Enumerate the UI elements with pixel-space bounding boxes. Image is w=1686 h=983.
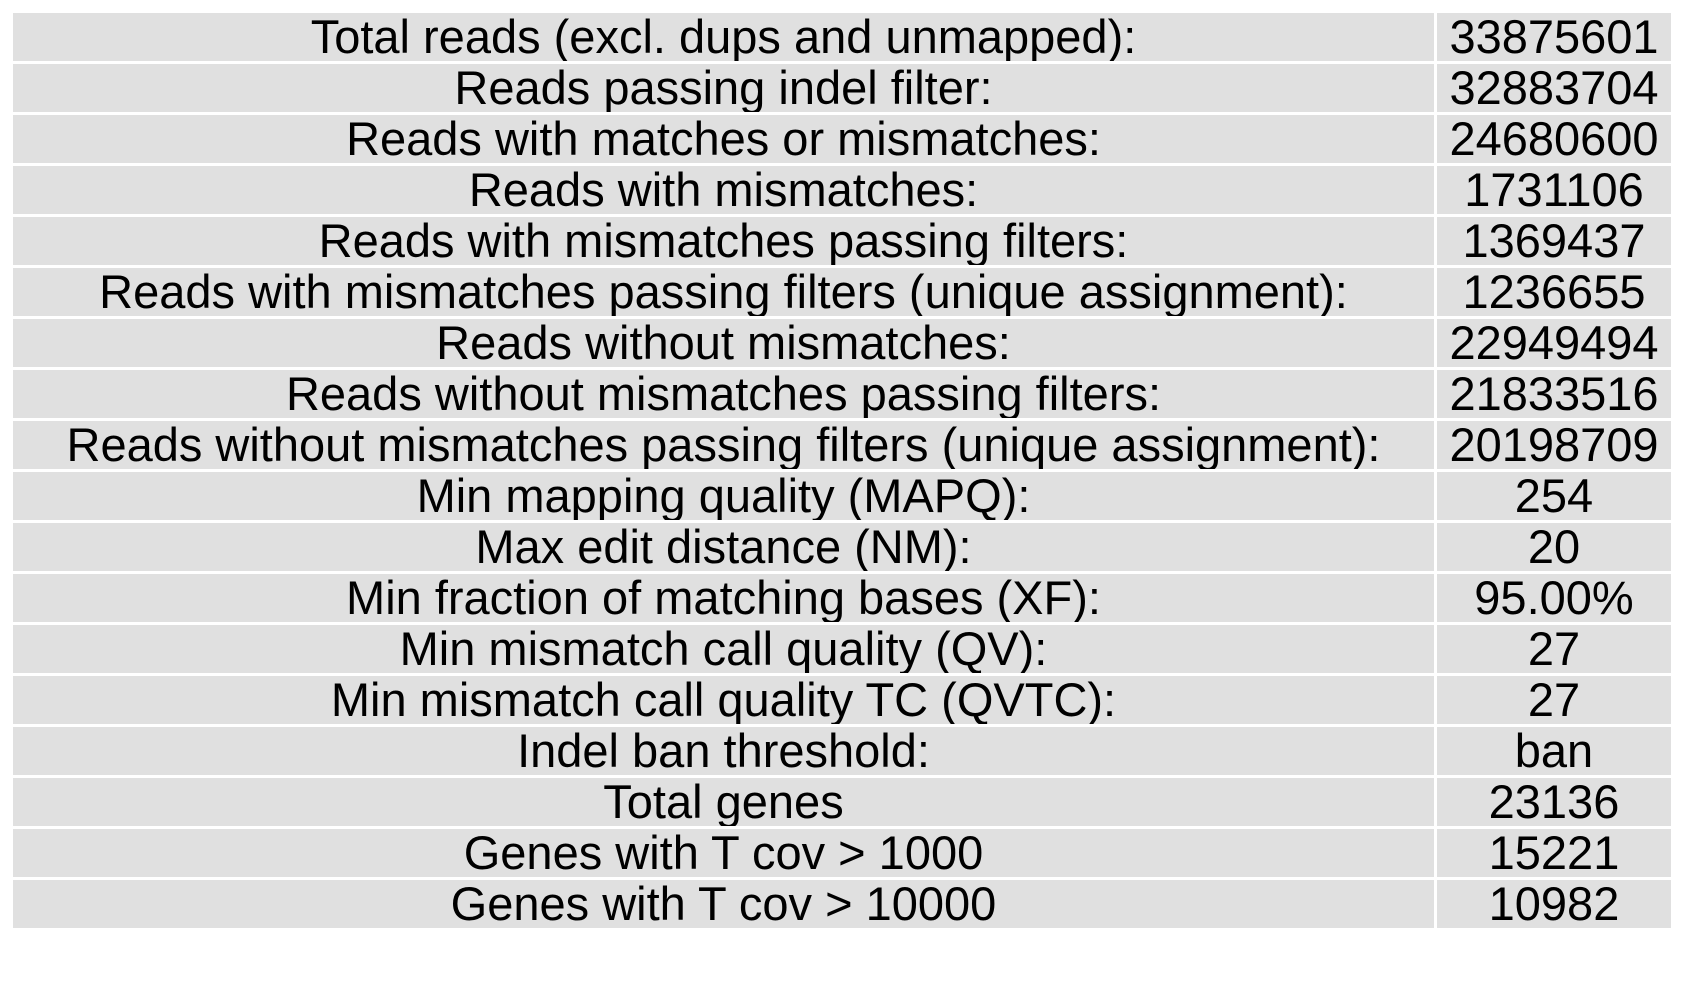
row-value: 27: [1434, 622, 1674, 676]
row-label: Min mismatch call quality (QV):: [10, 622, 1437, 676]
row-value: 95.00%: [1434, 571, 1674, 625]
row-value: 23136: [1434, 775, 1674, 829]
table-row: Min mismatch call quality TC (QVTC): 27: [10, 673, 1674, 727]
row-value: 10982: [1434, 877, 1674, 931]
row-label: Min fraction of matching bases (XF):: [10, 571, 1437, 625]
row-label: Reads without mismatches:: [10, 316, 1437, 370]
row-value: 20: [1434, 520, 1674, 574]
table-row: Reads with mismatches: 1731106: [10, 163, 1674, 217]
row-value: 33875601: [1434, 10, 1674, 64]
row-label: Genes with T cov > 10000: [10, 877, 1437, 931]
row-label: Reads passing indel filter:: [10, 61, 1437, 115]
row-value: 15221: [1434, 826, 1674, 880]
row-value: 22949494: [1434, 316, 1674, 370]
row-value: 1369437: [1434, 214, 1674, 268]
row-value: 27: [1434, 673, 1674, 727]
table-row: Genes with T cov > 1000 15221: [10, 826, 1674, 880]
row-label: Min mapping quality (MAPQ):: [10, 469, 1437, 523]
row-label: Min mismatch call quality TC (QVTC):: [10, 673, 1437, 727]
row-value: 32883704: [1434, 61, 1674, 115]
row-value: 20198709: [1434, 418, 1674, 472]
table-row: Reads with mismatches passing filters: 1…: [10, 214, 1674, 268]
row-value: 254: [1434, 469, 1674, 523]
row-label: Reads with matches or mismatches:: [10, 112, 1437, 166]
row-value: 1731106: [1434, 163, 1674, 217]
table-row: Reads passing indel filter: 32883704: [10, 61, 1674, 115]
row-label: Reads with mismatches:: [10, 163, 1437, 217]
table-row: Reads with matches or mismatches: 246806…: [10, 112, 1674, 166]
table-row: Min mapping quality (MAPQ): 254: [10, 469, 1674, 523]
row-label: Total genes: [10, 775, 1437, 829]
table-row: Min fraction of matching bases (XF): 95.…: [10, 571, 1674, 625]
row-label: Reads without mismatches passing filters…: [10, 418, 1437, 472]
stats-table: Total reads (excl. dups and unmapped): 3…: [10, 10, 1674, 931]
table-row: Max edit distance (NM): 20: [10, 520, 1674, 574]
row-value: ban: [1434, 724, 1674, 778]
table-row: Total genes 23136: [10, 775, 1674, 829]
table-row: Indel ban threshold: ban: [10, 724, 1674, 778]
row-label: Genes with T cov > 1000: [10, 826, 1437, 880]
row-label: Max edit distance (NM):: [10, 520, 1437, 574]
row-label: Reads with mismatches passing filters:: [10, 214, 1437, 268]
row-label: Indel ban threshold:: [10, 724, 1437, 778]
table-row: Reads without mismatches: 22949494: [10, 316, 1674, 370]
row-label: Total reads (excl. dups and unmapped):: [10, 10, 1437, 64]
table-row: Total reads (excl. dups and unmapped): 3…: [10, 10, 1674, 64]
table-row: Reads without mismatches passing filters…: [10, 418, 1674, 472]
table-row: Reads with mismatches passing filters (u…: [10, 265, 1674, 319]
row-value: 1236655: [1434, 265, 1674, 319]
row-value: 24680600: [1434, 112, 1674, 166]
row-label: Reads without mismatches passing filters…: [10, 367, 1437, 421]
row-label: Reads with mismatches passing filters (u…: [10, 265, 1437, 319]
table-row: Min mismatch call quality (QV): 27: [10, 622, 1674, 676]
row-value: 21833516: [1434, 367, 1674, 421]
table-row: Reads without mismatches passing filters…: [10, 367, 1674, 421]
table-row: Genes with T cov > 10000 10982: [10, 877, 1674, 931]
